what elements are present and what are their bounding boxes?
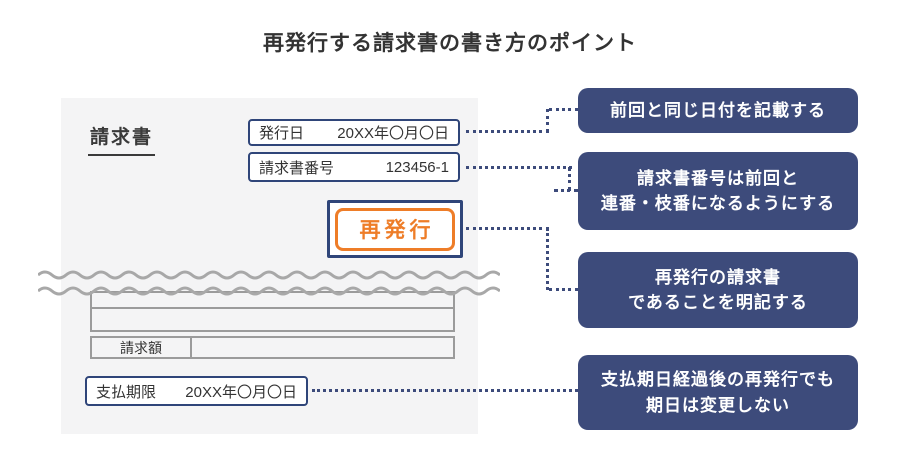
invoice-number-value: 123456-1 bbox=[385, 158, 449, 176]
dotted-connector-payment-due bbox=[312, 389, 578, 392]
callout-reissue-stamp-line1: 再発行の請求書 bbox=[655, 267, 781, 287]
callout-issue-date-line1: 前回と同じ日付を記載する bbox=[610, 100, 826, 120]
dotted-connector-stamp-end bbox=[549, 288, 578, 291]
payment-due-label: 支払期限 bbox=[96, 383, 157, 401]
payment-due-field: 支払期限 20XX年〇月〇日 bbox=[85, 376, 308, 406]
invoice-table-upper bbox=[90, 291, 455, 332]
dotted-connector-issue-date-vertical bbox=[546, 109, 549, 132]
issue-date-value: 20XX年〇月〇日 bbox=[337, 125, 449, 142]
amount-label-cell: 請求額 bbox=[92, 338, 192, 357]
callout-payment-due-line2: 期日は変更しない bbox=[646, 395, 790, 415]
callout-reissue-stamp-line2: であることを明記する bbox=[628, 293, 808, 312]
reissue-stamp-inner-frame: 再発行 bbox=[335, 207, 455, 251]
dotted-connector-invoice-number-end bbox=[554, 189, 578, 192]
invoice-heading: 請求書 bbox=[88, 122, 156, 156]
page-title: 再発行する請求書の書き方のポイント bbox=[263, 32, 637, 55]
reissue-stamp-label: 再発行 bbox=[359, 219, 435, 242]
invoice-table-amount-row: 請求額 bbox=[90, 336, 455, 359]
dotted-connector-stamp bbox=[466, 227, 549, 230]
callout-reissue-stamp: 再発行の請求書 であることを明記する bbox=[578, 252, 858, 328]
dotted-connector-issue-date bbox=[466, 130, 549, 133]
issue-date-label: 発行日 bbox=[259, 125, 305, 142]
issue-date-field: 発行日 20XX年〇月〇日 bbox=[248, 119, 460, 146]
amount-value-cell bbox=[192, 338, 453, 357]
dotted-connector-invoice-number-vertical bbox=[568, 167, 571, 191]
dotted-connector-issue-date-end bbox=[549, 108, 578, 111]
reissue-stamp: 再発行 bbox=[327, 200, 463, 258]
torn-edge-wave-top bbox=[38, 270, 500, 280]
callout-payment-due-line1: 支払期日経過後の再発行でも bbox=[601, 370, 835, 389]
table-row-divider bbox=[92, 307, 453, 309]
invoice-number-field: 請求書番号 123456-1 bbox=[248, 152, 460, 182]
callout-invoice-number-line1: 請求書番号は前回と bbox=[637, 168, 799, 188]
dotted-connector-stamp-vertical bbox=[546, 228, 549, 290]
callout-invoice-number: 請求書番号は前回と 連番・枝番になるようにする bbox=[578, 152, 858, 230]
callout-issue-date: 前回と同じ日付を記載する bbox=[578, 88, 858, 133]
dotted-connector-invoice-number bbox=[466, 166, 572, 169]
callout-payment-due: 支払期日経過後の再発行でも 期日は変更しない bbox=[578, 355, 858, 430]
invoice-number-label: 請求書番号 bbox=[259, 159, 335, 177]
torn-edge-wave-bottom bbox=[38, 286, 500, 296]
callout-invoice-number-line2: 連番・枝番になるようにする bbox=[600, 194, 836, 213]
payment-due-value: 20XX年〇月〇日 bbox=[185, 383, 297, 401]
